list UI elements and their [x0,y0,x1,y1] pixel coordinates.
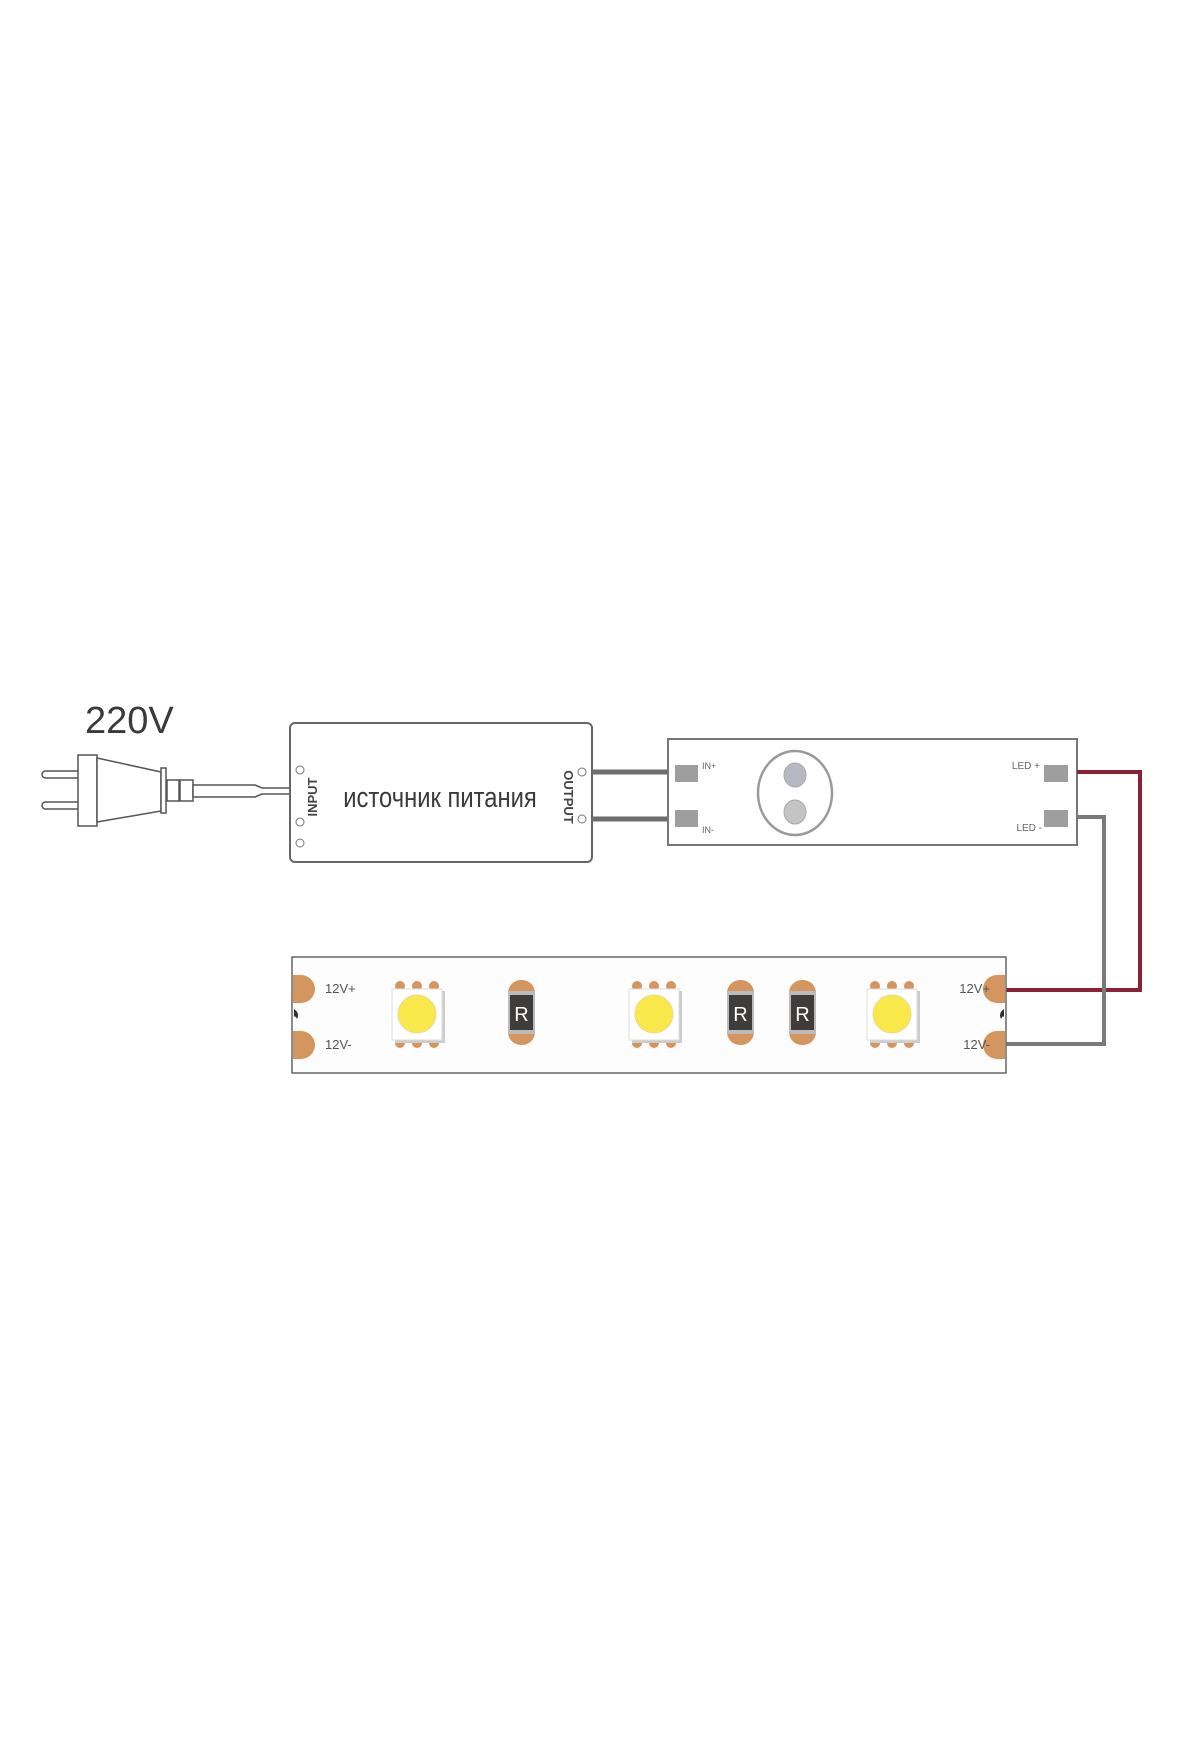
power-supply: INPUT OUTPUT источник питания [289,722,593,863]
output-label: OUTPUT [561,770,576,824]
led-minus-pad [1044,810,1068,827]
power-supply-title: источник питания [343,781,536,814]
in-plus-label: IN+ [702,761,716,771]
resistor: R [789,980,816,1045]
plug-ferrule [166,779,180,802]
smd-led [628,981,682,1048]
led-minus-label: LED - [1016,823,1042,834]
in-minus-pad [675,810,698,827]
ground-terminal-icon [295,838,305,848]
right-plus-label: 12V+ [959,981,990,996]
output-plus-terminal-icon [577,767,587,777]
power-supply-box [289,722,593,863]
output-minus-terminal-icon [577,814,587,824]
led-plus-label: LED + [1012,761,1040,772]
wire-led-plus [1006,770,1142,992]
resistor: R [727,980,754,1045]
left-plus-label: 12V+ [325,981,356,996]
resistor-label: R [733,1004,747,1026]
input-terminal-icon [295,817,305,827]
right-plus-pad [983,975,1005,1003]
power-plug [41,754,291,827]
sensor-dot-bottom [783,799,807,825]
smd-led [391,981,445,1048]
in-plus-pad [675,765,698,782]
plug-body [96,757,162,823]
cut-mark-icon [1000,1009,1004,1019]
led-plus-pad [1044,765,1068,782]
led-strip: 12V+ 12V- 12V+ 12V- [291,956,1007,1074]
resistor: R [508,980,535,1045]
left-minus-label: 12V- [325,1037,352,1052]
controller-box [667,738,1078,846]
resistor-label: R [514,1004,528,1026]
voltage-label: 220V [85,700,174,742]
plug-prong-bottom [41,801,81,810]
input-label: INPUT [305,777,320,816]
right-minus-label: 12V- [963,1037,990,1052]
cut-mark-icon [294,1009,298,1019]
plug-plate [77,754,98,827]
left-plus-pad [293,975,315,1003]
power-cord [192,784,291,798]
resistor-label: R [795,1004,809,1026]
plug-prong-top [41,770,81,779]
plug-ferrule [179,779,194,802]
sensor-dot-top [783,762,807,788]
input-terminal-icon [295,765,305,775]
right-minus-pad [983,1031,1005,1059]
sensor-ring [756,749,834,837]
controller: IN+ IN- LED + LED - [667,738,1078,846]
in-minus-label: IN- [702,825,714,835]
smd-led [866,981,920,1048]
wire-led-minus [1006,815,1106,1046]
left-minus-pad [293,1031,315,1059]
plug-flange [160,767,167,814]
